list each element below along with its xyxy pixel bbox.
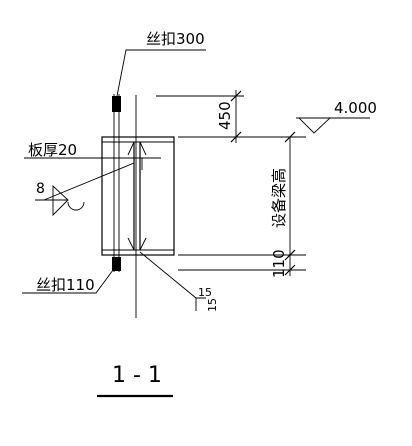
weld-leader [43, 162, 135, 201]
elevation-triangle [297, 117, 332, 134]
dim-tick [230, 90, 242, 102]
corner-label-b: 15 [206, 298, 219, 312]
weld-around-circle [67, 201, 85, 211]
beam-outline [101, 136, 175, 256]
thread-top-label: 丝扣300 [146, 30, 205, 48]
thread-bottom-leader [22, 265, 117, 294]
plate-thickness-label: 板厚20 [28, 141, 77, 159]
web-top-fillets [127, 141, 147, 156]
top-nut [112, 96, 121, 112]
weld-size-label: 8 [36, 181, 45, 197]
dim-450-label: 450 [216, 101, 234, 130]
corner-leader [139, 251, 206, 299]
dim-tick [284, 131, 296, 143]
web-bottom-fillets [127, 237, 147, 251]
dim-tick [284, 264, 296, 276]
dim-110-label: 110 [270, 249, 288, 278]
beam-height-label: 设备梁高 [270, 168, 288, 228]
elevation-label: 4.000 [334, 99, 377, 117]
section-title: 1 - 1 [112, 363, 162, 388]
dim-tick [230, 131, 242, 143]
corner-label-a: 15 [198, 286, 212, 299]
bottom-nut [112, 257, 121, 271]
weld-triangle [52, 184, 69, 217]
thread-top-leader [116, 49, 206, 97]
thread-bottom-label: 丝扣110 [36, 276, 95, 294]
dim-tick [284, 249, 296, 261]
